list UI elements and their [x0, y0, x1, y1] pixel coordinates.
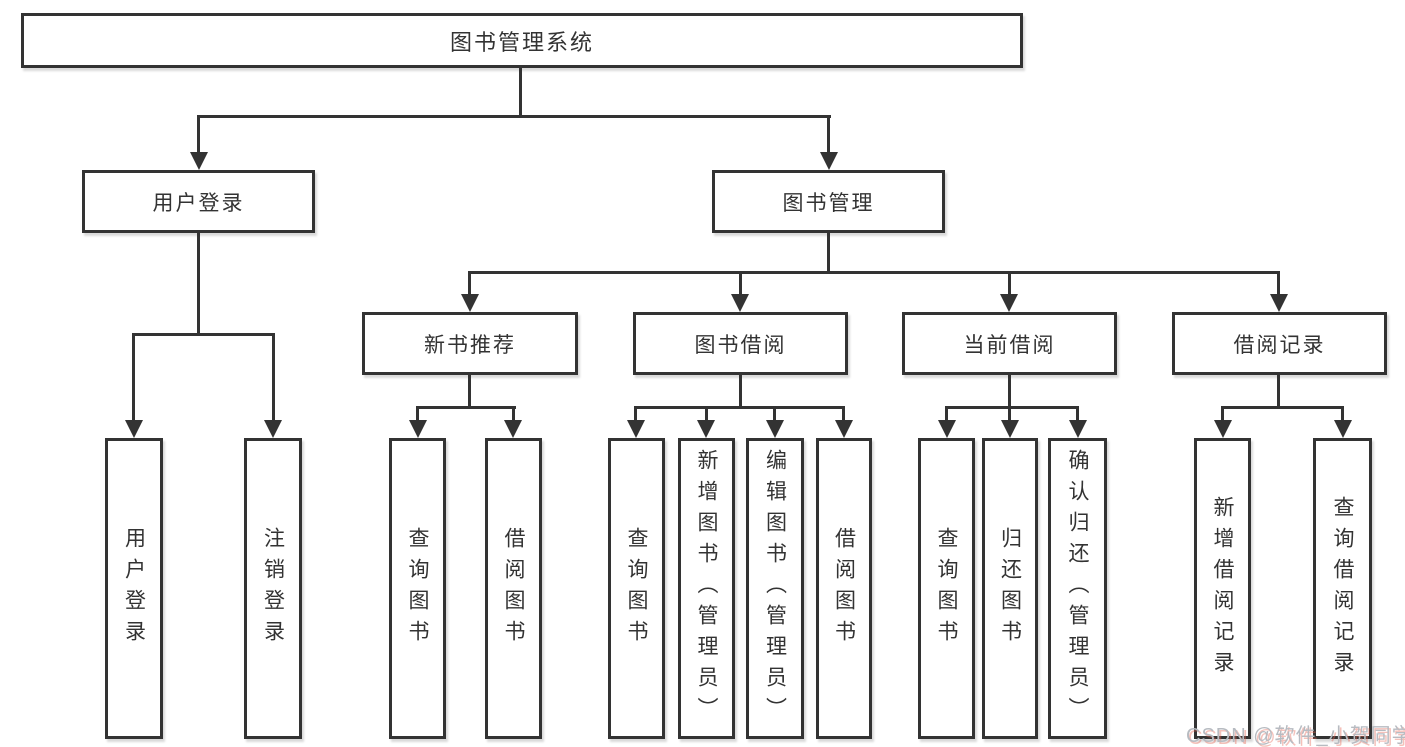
- node-user-login: 用户登录: [82, 170, 315, 233]
- node-label: 归还图书: [998, 526, 1022, 651]
- connector-line: [739, 271, 742, 297]
- leaf-add-books-admin: 新增图书（管理员）: [678, 438, 735, 739]
- leaf-logout: 注销登录: [244, 438, 302, 739]
- arrow-down-icon: [835, 420, 853, 438]
- csdn-watermark: CSDN @软件_小贺同学: [1186, 725, 1405, 747]
- connector-line: [1277, 271, 1280, 297]
- connector-line: [1341, 406, 1344, 422]
- connector-line: [512, 406, 515, 422]
- node-label: 用户登录: [122, 526, 146, 651]
- node-book-borrowing: 图书借阅: [633, 312, 848, 375]
- leaf-query-borrow-record: 查询借阅记录: [1313, 438, 1372, 739]
- node-label: 查询图书: [935, 526, 958, 651]
- leaf-user-login: 用户登录: [105, 438, 163, 739]
- arrow-down-icon: [1270, 294, 1288, 312]
- node-book-management: 图书管理: [712, 170, 945, 233]
- arrow-down-icon: [1069, 420, 1087, 438]
- node-label: 新增图书（管理员）: [695, 449, 718, 728]
- arrow-down-icon: [1334, 420, 1352, 438]
- leaf-query-books-current: 查询图书: [918, 438, 975, 739]
- node-label: 图书管理: [782, 191, 875, 215]
- connector-line: [1008, 271, 1011, 297]
- arrow-down-icon: [461, 294, 479, 312]
- arrow-down-icon: [1001, 420, 1019, 438]
- node-label: 新书推荐: [424, 333, 516, 357]
- connector-line: [945, 406, 948, 422]
- arrow-down-icon: [627, 420, 645, 438]
- node-label: 新增借阅记录: [1211, 495, 1234, 682]
- connector-line: [272, 333, 275, 422]
- connector-line: [827, 115, 830, 154]
- connector-line: [1076, 406, 1079, 422]
- leaf-confirm-return-admin: 确认归还（管理员）: [1048, 438, 1107, 739]
- node-label: 图书借阅: [694, 333, 787, 357]
- connector-line: [634, 406, 845, 409]
- node-label: 图书管理系统: [449, 29, 594, 55]
- connector-line: [1008, 406, 1011, 422]
- connector-line: [416, 406, 516, 409]
- leaf-borrow-books-recommend: 借阅图书: [485, 438, 542, 739]
- leaf-borrow-books: 借阅图书: [816, 438, 872, 739]
- node-label: 查询图书: [625, 526, 648, 651]
- node-label: 借阅图书: [502, 526, 525, 651]
- connector-line: [132, 333, 135, 422]
- leaf-query-books-borrowing: 查询图书: [608, 438, 665, 739]
- leaf-query-books-recommend: 查询图书: [389, 438, 446, 739]
- connector-line: [197, 115, 200, 154]
- connector-line: [468, 271, 1280, 274]
- node-label: 注销登录: [261, 526, 285, 651]
- node-label: 用户登录: [152, 191, 245, 215]
- node-library-management-system: 图书管理系统: [21, 13, 1023, 68]
- arrow-down-icon: [1000, 294, 1018, 312]
- connector-line: [773, 406, 776, 422]
- node-borrowing-records: 借阅记录: [1172, 312, 1387, 375]
- leaf-add-borrow-record: 新增借阅记录: [1194, 438, 1251, 739]
- arrow-down-icon: [190, 152, 208, 170]
- arrow-down-icon: [766, 420, 784, 438]
- node-current-borrowing: 当前借阅: [902, 312, 1117, 375]
- leaf-edit-books-admin: 编辑图书（管理员）: [746, 438, 804, 739]
- connector-line: [132, 333, 275, 336]
- connector-line: [197, 233, 200, 336]
- arrow-down-icon: [1214, 420, 1232, 438]
- arrow-down-icon: [820, 152, 838, 170]
- connector-line: [842, 406, 845, 422]
- node-label: 查询借阅记录: [1331, 495, 1354, 682]
- arrow-down-icon: [731, 294, 749, 312]
- connector-line: [1277, 375, 1280, 409]
- connector-line: [945, 406, 1079, 409]
- connector-line: [197, 115, 831, 118]
- connector-line: [416, 406, 419, 422]
- arrow-down-icon: [409, 420, 427, 438]
- arrow-down-icon: [264, 420, 282, 438]
- connector-line: [634, 406, 637, 422]
- arrow-down-icon: [504, 420, 522, 438]
- connector-line: [468, 375, 471, 409]
- connector-line: [1221, 406, 1344, 409]
- arrow-down-icon: [125, 420, 143, 438]
- connector-line: [827, 233, 830, 273]
- node-label: 确认归还（管理员）: [1066, 449, 1089, 728]
- node-label: 当前借阅: [963, 333, 1056, 357]
- node-label: 查询图书: [406, 526, 429, 651]
- connector-line: [468, 271, 471, 297]
- node-label: 借阅图书: [832, 526, 856, 651]
- connector-line: [1008, 375, 1011, 409]
- node-label: 借阅记录: [1233, 333, 1326, 357]
- connector-line: [739, 375, 742, 409]
- leaf-return-books: 归还图书: [982, 438, 1038, 739]
- connector-line: [519, 68, 522, 117]
- connector-line: [705, 406, 708, 422]
- arrow-down-icon: [697, 420, 715, 438]
- node-label: 编辑图书（管理员）: [763, 449, 787, 728]
- connector-line: [1221, 406, 1224, 422]
- node-new-book-recommend: 新书推荐: [362, 312, 578, 375]
- arrow-down-icon: [938, 420, 956, 438]
